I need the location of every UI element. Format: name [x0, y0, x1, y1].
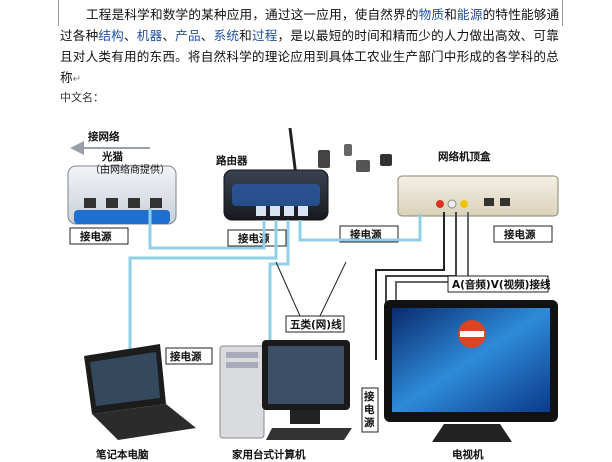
power-label-tv-1: 接 — [364, 390, 375, 403]
paragraph-return-mark: ↵ — [72, 74, 82, 85]
power-box-box — [339, 225, 399, 243]
link-matter[interactable]: 物质 — [418, 7, 445, 22]
laptop-label: 笔记本电脑 — [96, 448, 149, 461]
router: 路由器 — [216, 127, 329, 221]
router-label: 路由器 — [216, 154, 248, 167]
link-process[interactable]: 过程 — [251, 28, 278, 43]
set-top-box-label: 网络机顶盒 — [438, 150, 491, 163]
text-run: 、 — [162, 28, 176, 43]
cat5-label: 五类(网)线 — [290, 318, 342, 331]
margin-corner-mark — [562, 0, 563, 26]
power-box-desktop — [165, 347, 213, 365]
text-run: 工程是科学和数学的某种应用，通过这一应用，使自然界的 — [86, 7, 419, 22]
internet-label: 接网络 — [88, 130, 120, 143]
power-label-router: 接电源 — [238, 232, 270, 245]
power-box-tv — [361, 387, 379, 433]
text-run: 和 — [444, 7, 458, 22]
desktop-label: 家用台式计算机 — [232, 448, 306, 461]
internet-connection: 接网络 — [70, 130, 150, 155]
network-cables — [128, 208, 422, 352]
power-label-tv-3: 源 — [364, 416, 375, 429]
power-box-router — [227, 229, 287, 247]
text-run: ，是以最短的时间和精而少的人力做出高效、可靠且对人类有用的东西。将自然科学的理论… — [60, 28, 560, 85]
power-label-modem: 接电源 — [80, 230, 112, 243]
link-energy[interactable]: 能源 — [457, 7, 483, 22]
margin-corner-mark — [58, 0, 59, 26]
link-machine[interactable]: 机器 — [136, 28, 163, 43]
av-cable-label: A(音频)V(视频)接线 — [452, 278, 551, 291]
laptop: 笔记本电脑 — [84, 344, 196, 461]
television: 电视机 — [384, 300, 558, 461]
link-system[interactable]: 系统 — [213, 28, 240, 43]
text-run: 和 — [239, 28, 252, 43]
text-run: 、 — [123, 28, 137, 43]
power-label-box: 接电源 — [350, 228, 382, 241]
network-set-top-box: 网络机顶盒 — [397, 150, 559, 217]
link-structure[interactable]: 结构 — [98, 28, 124, 43]
text-run: 的特性能够通过各种 — [60, 7, 560, 43]
av-cable-box — [447, 275, 549, 293]
power-box-modem — [69, 227, 129, 245]
power-label-tv-2: 电 — [364, 403, 375, 416]
link-product[interactable]: 产品 — [175, 28, 201, 43]
power-label-stb: 接电源 — [504, 228, 536, 241]
body-paragraph: 工程是科学和数学的某种应用，通过这一应用，使自然界的物质和能源的特性能够通过各种… — [60, 4, 560, 90]
optical-modem: 光猫 （由网络商提供） — [67, 150, 177, 225]
power-label-desktop: 接电源 — [170, 350, 202, 363]
desktop-computer: 家用台式计算机 — [219, 340, 352, 461]
cat5-box — [285, 315, 345, 333]
modem-subtitle: （由网络商提供） — [90, 163, 170, 176]
tv-label: 电视机 — [452, 448, 484, 461]
power-box-stb — [493, 225, 553, 243]
wireless-devices-icon — [318, 144, 392, 172]
modem-title: 光猫 — [101, 150, 123, 163]
text-run: 、 — [200, 28, 214, 43]
caption-label: 中文名： — [60, 91, 104, 104]
